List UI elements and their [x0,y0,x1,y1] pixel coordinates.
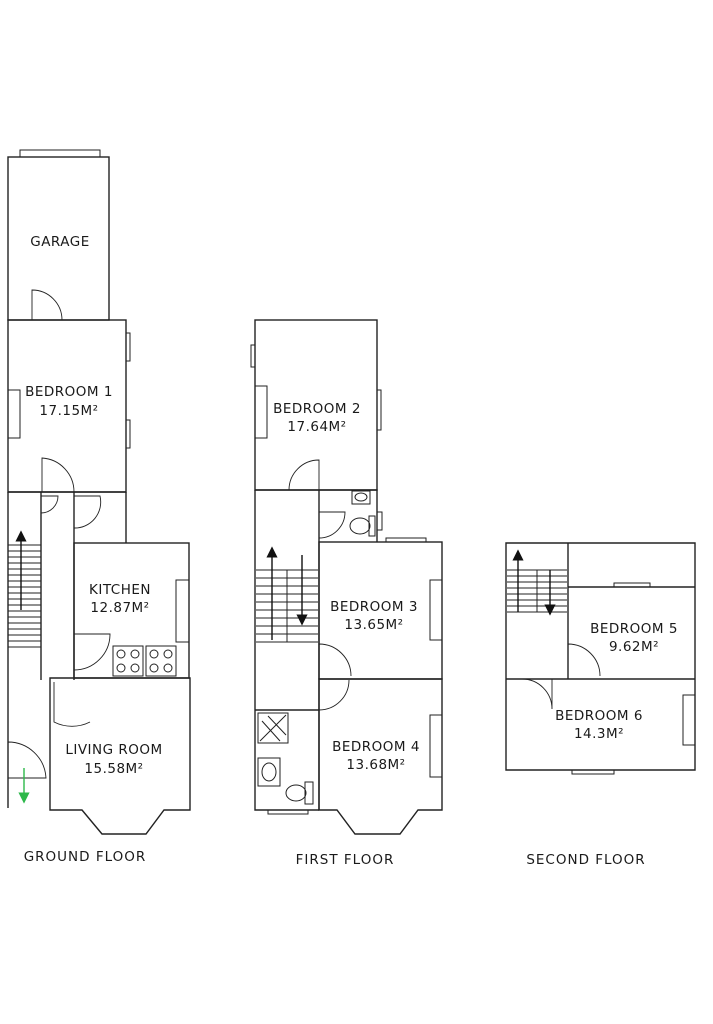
door-swing-icon [40,495,59,514]
window-icon [429,579,443,641]
sink-icon [257,757,281,787]
first-floor-label: FIRST FLOOR [296,852,395,868]
ground-floor-label: GROUND FLOOR [24,849,147,865]
window-icon [175,579,190,643]
door-swing-icon [318,643,352,677]
kitchen-area: 12.87M² [90,600,149,616]
living-room-area: 15.58M² [84,761,143,777]
floor-labels: GROUND FLOOR FIRST FLOOR SECOND FLOOR [24,849,645,868]
bedroom2-name: BEDROOM 2 [273,401,361,417]
bedroom1-name: BEDROOM 1 [25,384,113,400]
door-swing-icon [31,289,63,321]
bedroom6-name: BEDROOM 6 [555,708,643,724]
bedroom5-area: 9.62M² [609,639,659,655]
bedroom3-area: 13.65M² [344,617,403,633]
toilet-icon [349,515,376,537]
shower-icon [257,712,289,744]
garage-door-opening [19,149,101,158]
window-icon [385,537,427,543]
living-room-name: LIVING ROOM [65,742,162,758]
door-swing-icon [41,457,75,493]
door-swing-icon [567,643,601,677]
bedroom6-area: 14.3M² [574,726,624,742]
window-icon [125,332,131,362]
window-icon [254,385,268,439]
sink-icon [351,490,371,505]
kitchen-name: KITCHEN [89,582,151,598]
window-icon [376,511,383,531]
second-floor-label: SECOND FLOOR [526,852,645,868]
bedroom2-area: 17.64M² [287,419,346,435]
second-floor [505,542,696,775]
window-icon [571,769,615,775]
window-icon [250,344,256,368]
hob-icon [112,645,144,677]
window-icon [613,582,651,588]
door-swing-icon [521,678,553,710]
first-floor [250,319,443,835]
toilet-icon [285,781,314,805]
bedroom4-name: BEDROOM 4 [332,739,420,755]
bedroom4-area: 13.68M² [346,757,405,773]
window-icon [376,389,382,431]
bedroom5-name: BEDROOM 5 [590,621,678,637]
window-icon [267,809,309,815]
second-floor-outer-walls [505,542,696,771]
hob-icon [145,645,177,677]
door-swing-icon [53,682,91,727]
window-icon [429,714,443,778]
ground-floor [7,149,191,835]
door-swing-icon [288,459,320,491]
room-labels: GARAGE BEDROOM 1 17.15M² KITCHEN 12.87M²… [25,234,678,777]
stairs-icon [507,549,567,616]
door-swing-icon [318,511,346,539]
garage-name: GARAGE [30,234,90,250]
door-swing-icon [73,633,111,671]
door-swing-icon [318,679,350,711]
bedroom3-name: BEDROOM 3 [330,599,418,615]
stairs-icon [256,546,318,643]
door-swing-icon [7,741,47,779]
window-icon [125,419,131,449]
door-swing-icon [73,495,102,529]
window-icon [682,694,696,746]
living-room-walls [49,677,191,835]
bedroom1-area: 17.15M² [39,403,98,419]
stairs-icon [8,530,41,648]
window-icon [7,389,21,439]
